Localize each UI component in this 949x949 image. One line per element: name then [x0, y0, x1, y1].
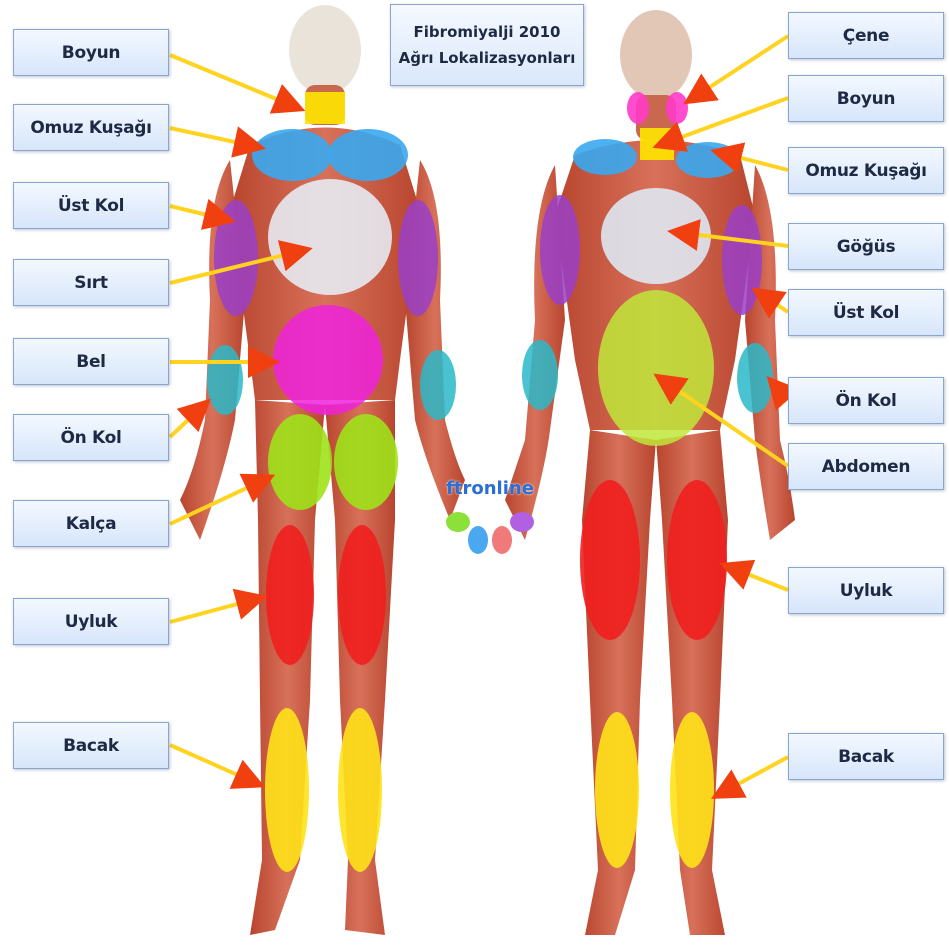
label-right-uyluk: Uyluk: [788, 567, 944, 614]
front-left-upperarm-region: [540, 195, 580, 305]
arrow-left-uyluk: [170, 598, 260, 622]
label-right-ust-kol: Üst Kol: [788, 289, 944, 336]
back-left-forearm-region: [207, 345, 243, 415]
label-right-abdomen: Abdomen: [788, 443, 944, 490]
label-left-sirt: Sırt: [13, 259, 169, 306]
back-right-forearm-region: [420, 350, 456, 420]
back-left-leg-region: [265, 708, 309, 872]
label-right-omuz-kusagi: Omuz Kuşağı: [788, 147, 944, 194]
diagram-title: Fibromiyalji 2010 Ağrı Lokalizasyonları: [390, 4, 584, 86]
ftronline-logo: ftronline: [440, 478, 540, 560]
label-left-ust-kol: Üst Kol: [13, 182, 169, 229]
front-right-shoulder-region: [676, 142, 740, 178]
front-abdomen-region: [598, 290, 714, 446]
arrow-left-omuz: [170, 128, 258, 147]
label-left-uyluk: Uyluk: [13, 598, 169, 645]
back-right-thigh-region: [338, 525, 386, 665]
label-right-cene: Çene: [788, 12, 944, 59]
front-right-forearm-region: [737, 343, 773, 413]
back-neck-region: [305, 92, 345, 124]
label-left-boyun: Boyun: [13, 29, 169, 76]
back-lower-back-region: [273, 305, 383, 415]
back-upper-back-region: [268, 179, 392, 295]
arrow-right-cene: [690, 36, 788, 100]
label-right-bacak: Bacak: [788, 733, 944, 780]
front-left-jaw-region: [627, 92, 649, 124]
logo-text: ftronline: [440, 478, 540, 499]
back-right-hip-region: [334, 414, 398, 510]
back-right-shoulder-region: [328, 129, 408, 181]
label-right-on-kol: Ön Kol: [788, 377, 944, 424]
arrow-left-onkol: [170, 404, 205, 437]
front-right-thigh-region: [667, 480, 727, 640]
label-left-bel: Bel: [13, 338, 169, 385]
front-left-forearm-region: [522, 340, 558, 410]
front-neck-region: [640, 128, 674, 160]
front-left-thigh-region: [580, 480, 640, 640]
back-pain-regions: [207, 92, 456, 872]
label-left-bacak: Bacak: [13, 722, 169, 769]
back-left-thigh-region: [266, 525, 314, 665]
label-left-omuz-kusagi: Omuz Kuşağı: [13, 104, 169, 151]
front-right-leg-region: [670, 712, 714, 868]
arrow-left-bacak: [170, 745, 258, 784]
label-right-boyun: Boyun: [788, 75, 944, 122]
label-right-gogus: Göğüs: [788, 223, 944, 270]
front-right-jaw-region: [666, 92, 688, 124]
back-right-upperarm-region: [398, 200, 438, 316]
back-right-leg-region: [338, 708, 382, 872]
front-right-upperarm-region: [722, 205, 762, 315]
label-left-on-kol: Ön Kol: [13, 414, 169, 461]
arrow-left-boyun: [170, 55, 298, 108]
title-line-2: Ağrı Lokalizasyonları: [399, 49, 576, 67]
title-line-1: Fibromiyalji 2010: [414, 23, 561, 41]
arrow-right-bacak: [718, 757, 788, 795]
back-left-hip-region: [268, 414, 332, 510]
label-left-kalca: Kalça: [13, 500, 169, 547]
front-left-shoulder-region: [573, 139, 637, 175]
front-left-leg-region: [595, 712, 639, 868]
arrow-right-uyluk: [727, 566, 788, 590]
back-left-shoulder-region: [252, 129, 332, 181]
